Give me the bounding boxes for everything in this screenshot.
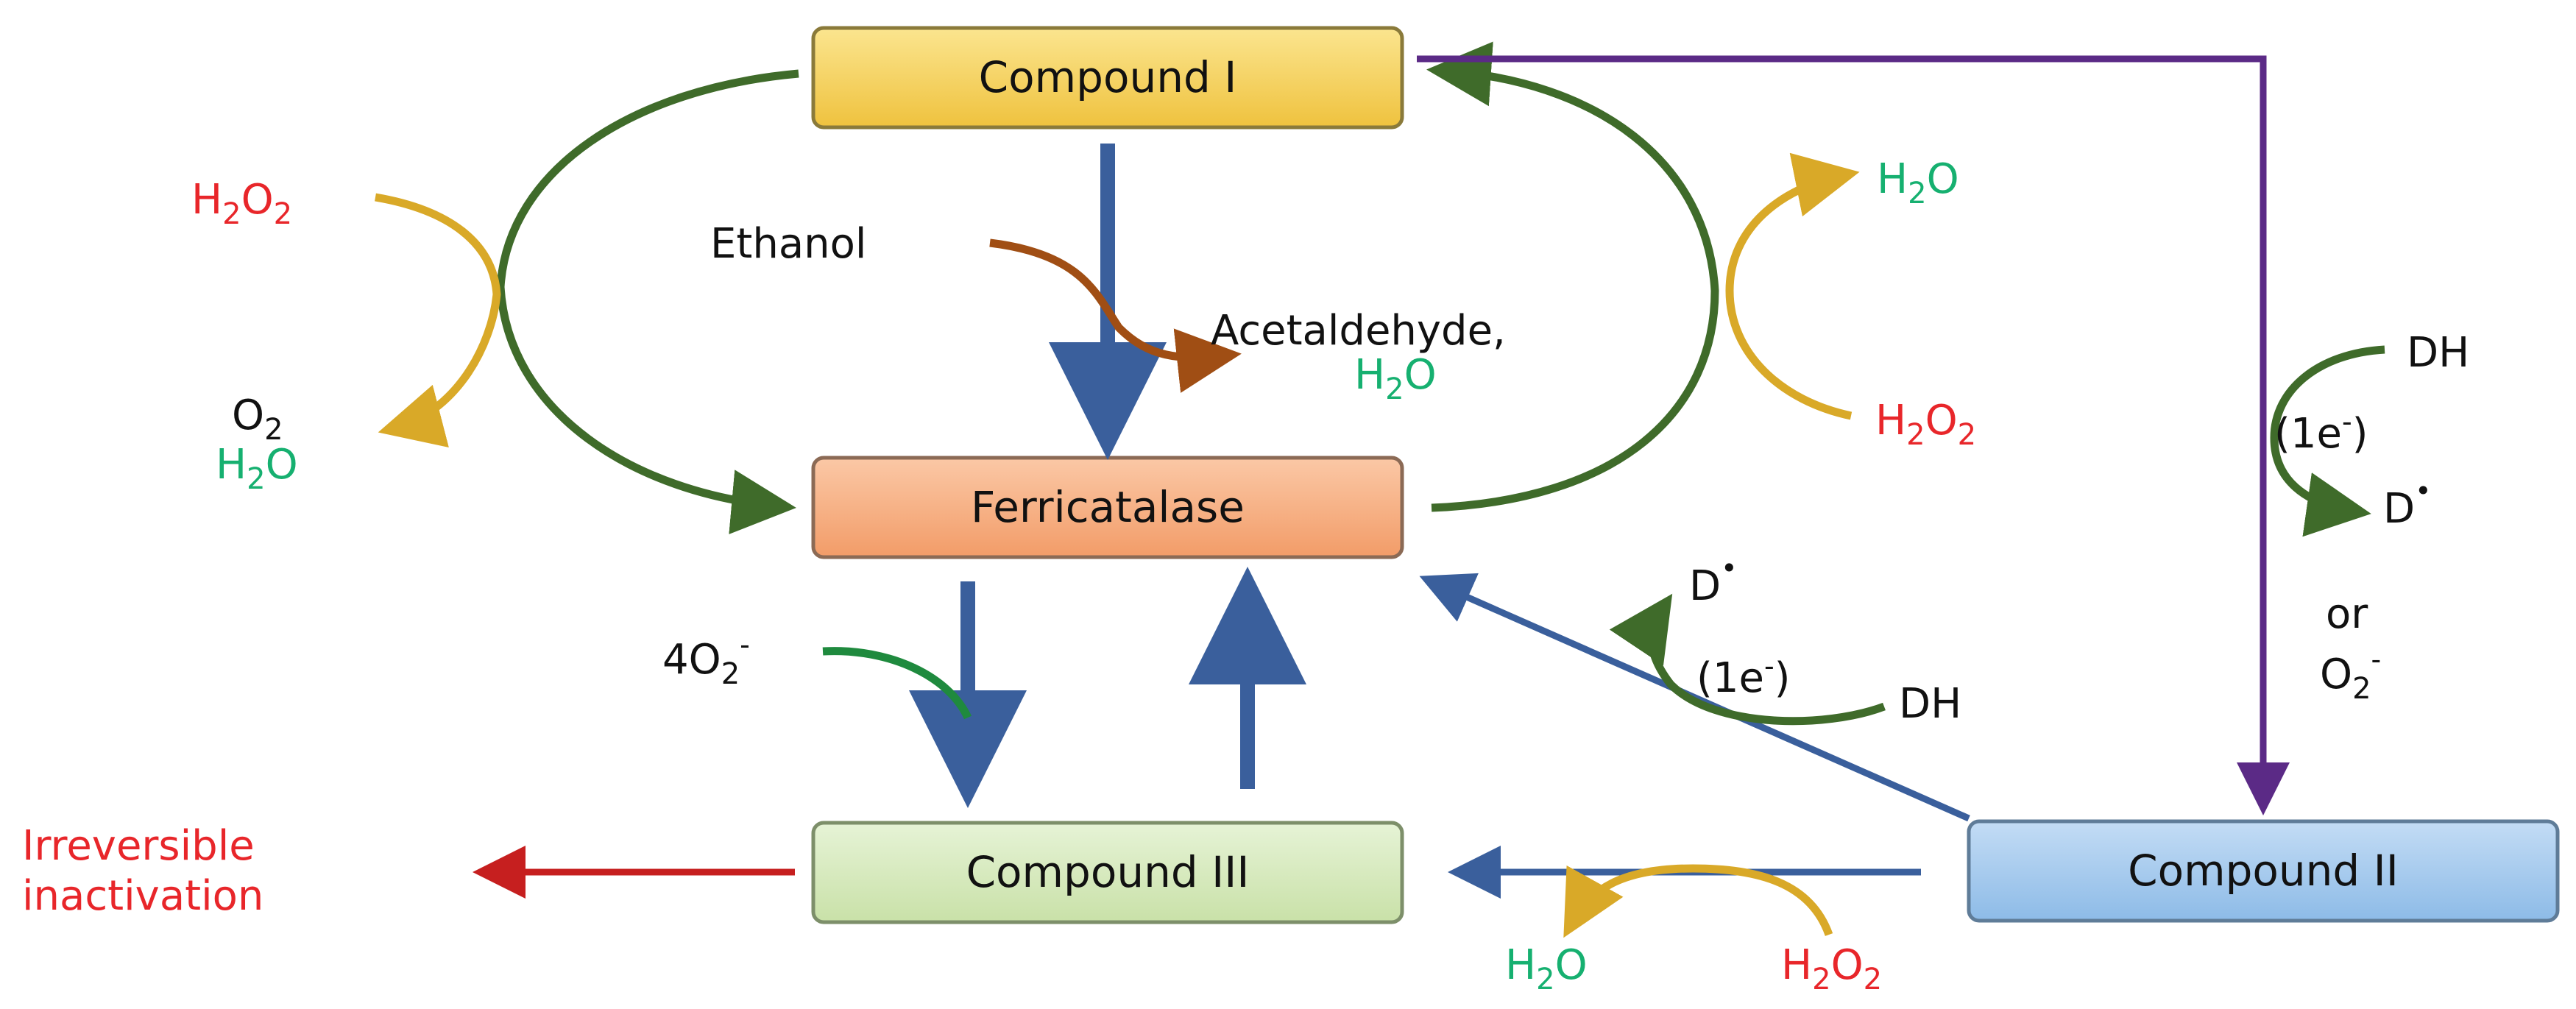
h2o-left-label: H2O	[216, 441, 298, 496]
h2o-acetaldehyde-label: H2O	[1354, 351, 1437, 406]
one-electron-mid-label: (1e-)	[1696, 650, 1791, 702]
compound-iii-box: Compound III	[811, 821, 1404, 924]
inactivation-label: inactivation	[22, 872, 263, 920]
irreversible-label: Irreversible	[22, 822, 255, 870]
compound-ii-box: Compound II	[1967, 819, 2560, 923]
superoxide-right-label: O2-	[2320, 643, 2381, 706]
h2o-bottom-label: H2O	[1505, 941, 1588, 996]
arrow-right-arc-ferricatalase-to-compound1	[1426, 41, 1719, 512]
or-label: or	[2326, 590, 2368, 638]
arrow-superoxide-to-compound3	[822, 647, 972, 720]
h2o2-bottom-label: H2O2	[1781, 941, 1882, 996]
acetaldehyde-label: Acetaldehyde,	[1211, 307, 1506, 355]
arrow-dh-to-d-radical-mid	[1609, 593, 1886, 726]
arrow-compound1-to-compound2	[1417, 55, 2290, 815]
h2o-top-right-label: H2O	[1877, 155, 1959, 210]
arrow-ethanol-to-acetaldehyde	[989, 238, 1242, 393]
arrow-dh-to-d-radical-top	[2270, 345, 2385, 537]
o2-left-label: O2	[232, 392, 283, 447]
superoxide-left-label: 4O2-	[662, 629, 750, 691]
arrow-bottom-gold-h2o2-to-h2o	[1563, 864, 1833, 938]
h2o2-left-label: H2O2	[191, 176, 292, 231]
ferricatalase-label: Ferricatalase	[971, 482, 1245, 532]
compound-ii-label: Compound II	[2128, 846, 2399, 896]
dh-mid-label: DH	[1899, 680, 1961, 728]
arrow-left-arc-compound1-to-ferricatalase	[496, 69, 799, 534]
compound-i-label: Compound I	[979, 52, 1237, 102]
compound-iii-label: Compound III	[966, 847, 1250, 897]
one-electron-top-label: (1e-)	[2274, 406, 2368, 458]
ethanol-label: Ethanol	[710, 220, 866, 268]
h2o2-right-label: H2O2	[1875, 397, 1976, 452]
d-radical-mid-label: D•	[1689, 552, 1738, 610]
ferricatalase-box: Ferricatalase	[811, 456, 1404, 559]
d-radical-top-label: D•	[2383, 475, 2432, 533]
compound-i-box: Compound I	[811, 26, 1404, 130]
arrow-right-gold-h2o2-to-h2o	[1725, 152, 1860, 420]
arrow-left-gold-h2o2-to-o2	[375, 193, 501, 447]
dh-top-label: DH	[2407, 329, 2469, 377]
